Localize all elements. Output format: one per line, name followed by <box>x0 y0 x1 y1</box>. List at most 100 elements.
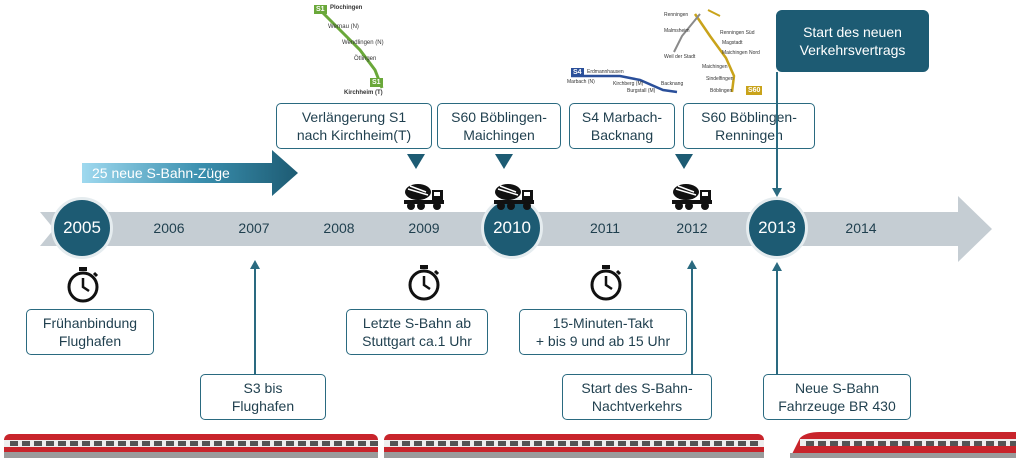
train-window <box>10 441 18 446</box>
train-window <box>46 441 54 446</box>
station-label: Marbach (N) <box>567 79 595 85</box>
s4-badge: S4 <box>571 68 584 77</box>
year-2013: 2013 <box>758 218 796 237</box>
train-window <box>878 441 886 446</box>
station-label: Erdmannhausen <box>587 69 624 75</box>
train-window <box>450 441 458 446</box>
station-label: Backnang <box>661 81 684 87</box>
train-window <box>154 441 162 446</box>
train-window <box>322 441 330 446</box>
train-window <box>414 441 422 446</box>
stopwatch-icon <box>590 265 622 301</box>
event-s60-maichingen: S60 Böblingen- Maichingen <box>437 103 561 149</box>
train-window <box>346 441 354 446</box>
connector-arrow <box>250 260 260 269</box>
train-window <box>370 441 378 446</box>
train-window <box>842 441 850 446</box>
year-2010: 2010 <box>493 218 531 237</box>
event-s60-renningen: S60 Böblingen- Renningen <box>683 103 815 149</box>
train-window <box>818 441 826 446</box>
train-window <box>534 441 542 446</box>
s1-badge-top: S1 <box>314 5 327 14</box>
stopwatch-icon <box>408 265 440 301</box>
train-window <box>570 441 578 446</box>
train-window <box>34 441 42 446</box>
train-window <box>262 441 270 446</box>
concrete-mixer-truck-icon <box>494 184 534 210</box>
stopwatch-icon <box>67 267 99 303</box>
train-window <box>214 441 222 446</box>
train-window <box>666 441 674 446</box>
train-window <box>866 441 874 446</box>
train-window <box>890 441 898 446</box>
year-2011: 2011 <box>589 220 621 236</box>
train-window <box>714 441 722 446</box>
station-label: Wendlingen (N) <box>342 40 384 46</box>
route-map-s1-line <box>318 8 384 89</box>
event-s1-extension: Verlängerung S1 nach Kirchheim(T) <box>276 103 432 149</box>
train-window <box>962 441 970 446</box>
connector-line <box>776 270 778 374</box>
train-window <box>226 441 234 446</box>
train-window <box>546 441 554 446</box>
marker-triangle <box>407 154 425 169</box>
train-window <box>986 441 994 446</box>
event-last-train: Letzte S-Bahn ab Stuttgart ca.1 Uhr <box>346 309 488 355</box>
event-early-airport: Frühanbindung Flughafen <box>26 309 154 355</box>
station-label: Sindelfingen <box>706 76 734 82</box>
train-window <box>358 441 366 446</box>
event-s3-airport: S3 bis Flughafen <box>200 374 326 420</box>
train-window <box>642 441 650 446</box>
train-window <box>250 441 258 446</box>
year-2007: 2007 <box>238 220 270 236</box>
concrete-mixer-truck-icon <box>404 184 444 210</box>
station-label: Plochingen <box>330 5 363 11</box>
event-new-vehicles: Neue S-Bahn Fahrzeuge BR 430 <box>763 374 911 420</box>
train-window <box>58 441 66 446</box>
station-label: Maichingen <box>702 64 728 70</box>
train-window <box>286 441 294 446</box>
concrete-mixer-truck-icon <box>672 184 712 210</box>
train-window <box>750 441 758 446</box>
train-window <box>190 441 198 446</box>
station-label: Ötlingen <box>354 56 377 62</box>
train-window <box>678 441 686 446</box>
train-window <box>202 441 210 446</box>
connector-line <box>691 268 693 374</box>
train-window <box>426 441 434 446</box>
train-window <box>726 441 734 446</box>
train-window <box>618 441 626 446</box>
train-window <box>830 441 838 446</box>
train-window <box>310 441 318 446</box>
station-label: Weil der Stadt <box>664 54 696 60</box>
year-2012: 2012 <box>676 220 708 236</box>
marker-triangle <box>495 154 513 169</box>
route-map-s4: S4 Marbach (N) Erdmannhausen Kirchberg (… <box>565 64 685 100</box>
station-label: Renningen Süd <box>720 30 755 36</box>
train-window <box>82 441 90 446</box>
station-label: Kirchberg (M) <box>613 81 644 87</box>
connector-arrow <box>772 262 782 271</box>
station-label: Malmsheim <box>664 28 690 34</box>
route-map-s4-line <box>571 74 678 94</box>
route-map-s60: Renningen Malmsheim Renningen Süd Magsta… <box>660 6 770 98</box>
year-2009: 2009 <box>408 220 440 236</box>
station-label: Maichingen Nord <box>722 50 760 56</box>
train-window <box>998 441 1006 446</box>
train-window <box>130 441 138 446</box>
train-window <box>166 441 174 446</box>
train-window <box>654 441 662 446</box>
train-window <box>510 441 518 446</box>
train-window <box>390 441 398 446</box>
event-night-service: Start des S-Bahn- Nachtverkehrs <box>562 374 712 420</box>
train-window <box>1010 441 1016 446</box>
year-2013-circle: 2013 <box>749 200 805 256</box>
train-window <box>926 441 934 446</box>
train-window <box>522 441 530 446</box>
station-label: Renningen <box>664 12 689 18</box>
s1-badge-bottom: S1 <box>370 78 383 87</box>
connector-line <box>254 268 256 374</box>
train-window <box>94 441 102 446</box>
banner-label: 25 neue S-Bahn-Züge <box>92 165 230 181</box>
train-window <box>402 441 410 446</box>
